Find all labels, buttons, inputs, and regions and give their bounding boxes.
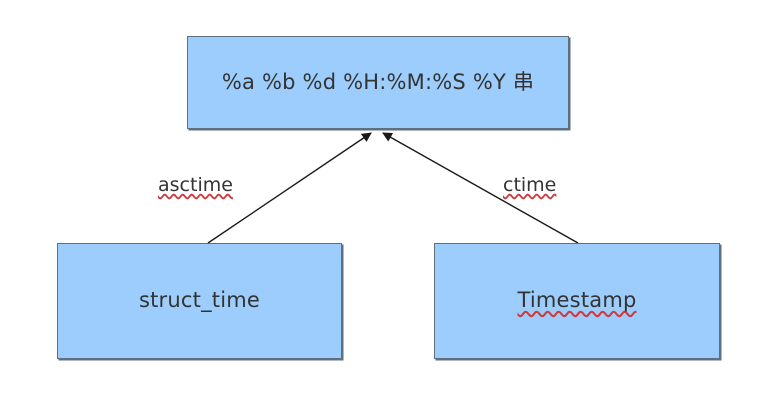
edge-label-asctime: asctime — [158, 174, 233, 196]
edge-label-ctime: ctime — [503, 174, 557, 196]
node-timestamp[interactable]: Timestamp — [434, 243, 720, 359]
node-format-string-label: %a %b %d %H:%M:%S %Y 串 — [221, 69, 535, 94]
node-timestamp-label: Timestamp — [517, 288, 637, 313]
node-struct-time-label: struct_time — [138, 288, 261, 313]
node-struct-time[interactable]: struct_time — [57, 243, 342, 359]
node-format-string[interactable]: %a %b %d %H:%M:%S %Y 串 — [187, 36, 569, 129]
